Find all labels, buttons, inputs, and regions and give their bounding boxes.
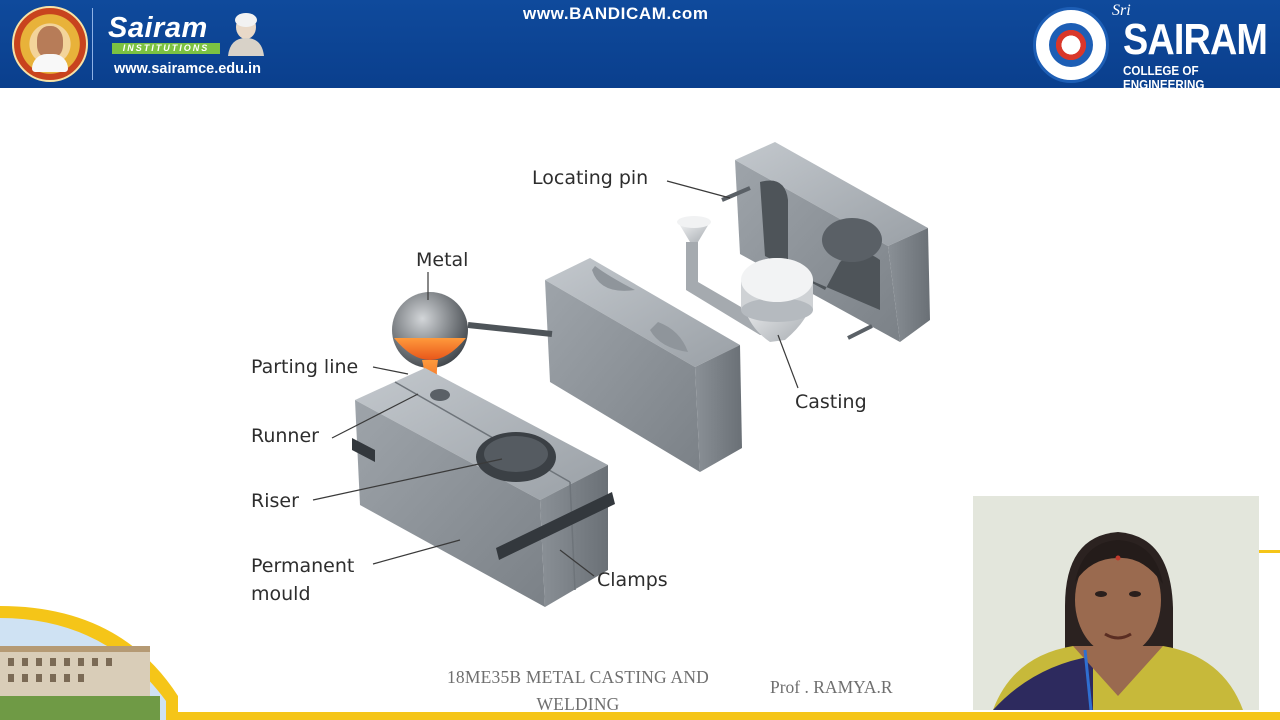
- presenter-name: Prof . RAMYA.R: [770, 677, 893, 697]
- presenter-video-frame: [973, 496, 1259, 710]
- college-prefix: Sri: [1112, 2, 1131, 19]
- recording-watermark: www.BANDICAM.com: [523, 4, 709, 23]
- course-title: 18ME35B METAL CASTING AND WELDING: [418, 664, 738, 718]
- webcam-accent-line: [1259, 550, 1280, 553]
- founder-seal-logo: [12, 6, 88, 82]
- label-parting-line: Parting line: [251, 356, 359, 378]
- header-divider: [92, 8, 93, 80]
- label-clamps: Clamps: [597, 569, 668, 591]
- front-mould-assembly: [352, 368, 615, 607]
- campus-building-image: [0, 606, 178, 720]
- college-seal-logo: [1033, 7, 1109, 83]
- saint-portrait-icon: [228, 13, 264, 56]
- bottom-accent-bar: [170, 712, 1280, 720]
- college-seal-emblem: [1049, 23, 1093, 67]
- right-mould-half: [721, 142, 930, 342]
- label-runner: Runner: [251, 425, 319, 447]
- mould-illustration: [312, 142, 930, 607]
- label-riser: Riser: [251, 490, 299, 512]
- college-subtitle: COLLEGE OF ENGINEERING: [1123, 64, 1205, 92]
- label-permanent-mould-2: mould: [251, 583, 311, 605]
- label-casting: Casting: [795, 391, 867, 413]
- website-link[interactable]: www.sairamce.edu.in: [114, 61, 261, 77]
- brand-name: Sairam: [108, 12, 208, 44]
- slide-header: Sairam INSTITUTIONS www.sairamce.edu.in …: [0, 0, 1280, 92]
- founder-shirt: [32, 54, 68, 72]
- label-locating-pin: Locating pin: [532, 167, 649, 189]
- permanent-mould-diagram: Locating pin Metal Parting line Runner C…: [240, 120, 960, 620]
- label-permanent-mould-1: Permanent: [251, 555, 355, 577]
- course-title-line1: 18ME35B METAL CASTING AND: [446, 667, 710, 687]
- middle-mould-half: [545, 258, 742, 472]
- leader-lines: [312, 180, 799, 577]
- brand-tagline: INSTITUTIONS: [112, 43, 220, 54]
- course-title-line2: WELDING: [536, 694, 620, 714]
- founder-face: [37, 26, 63, 58]
- label-metal: Metal: [416, 249, 469, 271]
- casting-part: [677, 216, 813, 342]
- presenter-webcam: [973, 496, 1259, 710]
- college-name: SAIRAM: [1123, 15, 1268, 64]
